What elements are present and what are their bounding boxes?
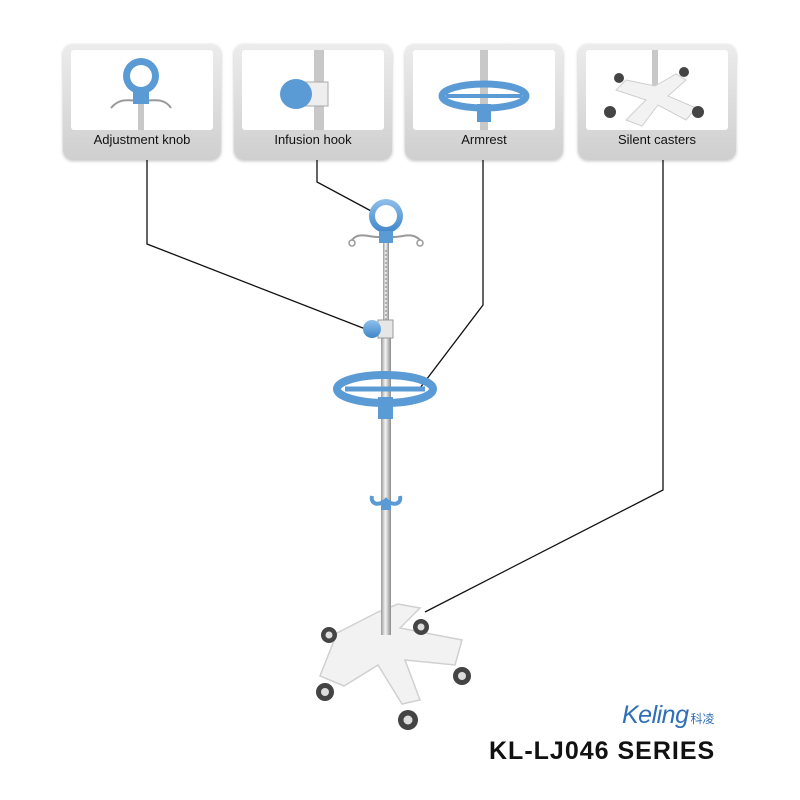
brand-name: Keling (622, 701, 689, 729)
feature-card-adjustment-knob: Adjustment knob (63, 44, 221, 160)
caster-wheel-icon (413, 619, 429, 635)
armrest-icon (438, 50, 530, 130)
feature-image (586, 50, 728, 130)
lower-hook (369, 495, 403, 510)
feature-card-silent-casters: Silent casters (578, 44, 736, 160)
series-title: KL-LJ046 SERIES (489, 737, 716, 765)
card-label: Silent casters (617, 132, 697, 147)
infusion-hook-icon (280, 50, 329, 130)
infusion-hook-head (348, 199, 424, 247)
adjustment-knob (363, 319, 394, 339)
card-label: Armrest (461, 132, 507, 147)
feature-image (242, 50, 384, 130)
feature-card-infusion-hook: Infusion hook (234, 44, 392, 160)
caster-wheel-icon (453, 667, 471, 685)
leader-line-armrest (419, 160, 484, 389)
lower-pole (381, 335, 391, 635)
caster-wheel-icon (398, 710, 418, 730)
card-label: Infusion hook (274, 132, 352, 147)
feature-image (71, 50, 213, 130)
feature-card-armrest: Armrest (405, 44, 563, 160)
feature-image (413, 50, 555, 130)
leader-line-infusion-hook (316, 160, 374, 213)
brand-chinese-name: 科凌 (690, 712, 715, 726)
caster-wheel-icon (316, 683, 334, 701)
adjustment-knob-icon (110, 58, 172, 130)
leader-line-adjustment-knob (146, 160, 369, 331)
armrest-ring (333, 371, 437, 419)
caster-wheel-icon (321, 627, 337, 643)
leader-line-silent-casters (424, 160, 664, 613)
caster-base (316, 603, 471, 730)
caster-icon (604, 50, 704, 127)
card-label: Adjustment knob (93, 132, 191, 147)
leader-lines (146, 160, 664, 613)
